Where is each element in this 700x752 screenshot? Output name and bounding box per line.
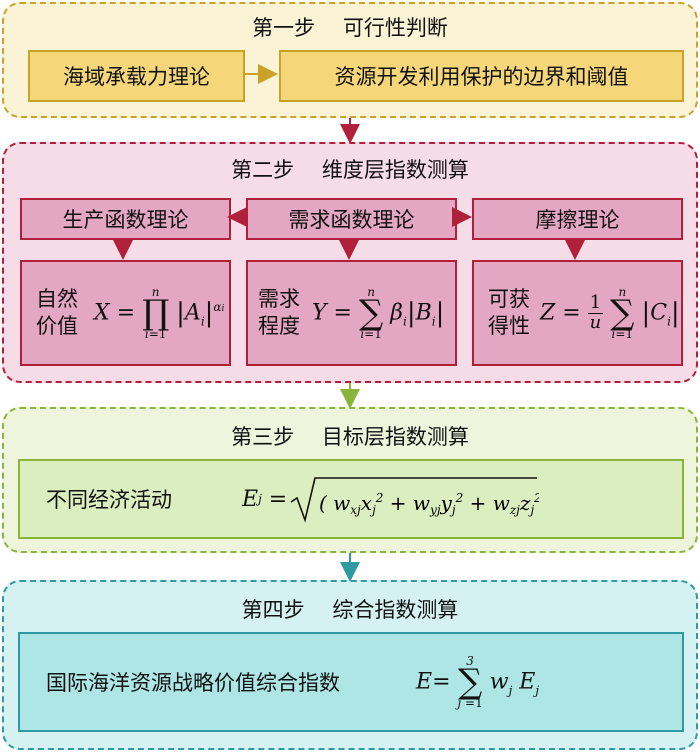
demand-degree-box: 需求程度 Y = n∑i=1 βi|Bi| <box>246 260 457 366</box>
stage-3-title: 第三步 目标层指数测算 <box>231 425 469 449</box>
svg-text:( wxjxj2 + wyjyj2 + wzjzj2 ): ( wxjxj2 + wyjyj2 + wzjzj2 ) <box>319 491 539 517</box>
production-function-box: 生产函数理论 <box>20 198 231 240</box>
composite-index-box: 国际海洋资源战略价值综合指数 E= 3∑j =1 wj Ej <box>18 632 684 732</box>
threshold-box: 资源开发利用保护的边界和阈值 <box>279 50 684 102</box>
friction-theory-box: 摩擦理论 <box>472 198 683 240</box>
stage-4-title: 第四步 综合指数测算 <box>241 598 459 622</box>
carrying-capacity-box: 海域承载力理论 <box>28 50 245 102</box>
natural-value-box: 自然价值 X = n∏i=1 |Ai|αi <box>20 260 231 366</box>
economic-activity-box: 不同经济活动 Ej = ( wxjxj2 + wyjyj2 + wzjzj2 ) <box>18 459 684 539</box>
demand-degree-label: 需求程度 <box>258 286 300 338</box>
economic-activity-label: 不同经济活动 <box>46 488 172 512</box>
natural-value-formula: X = n∏i=1 |Ai|αi <box>94 284 225 342</box>
demand-function-box: 需求函数理论 <box>246 198 457 240</box>
sqrt-symbol: ( wxjxj2 + wyjyj2 + wzjzj2 ) <box>290 477 539 523</box>
composite-index-label: 国际海洋资源战略价值综合指数 <box>46 671 340 695</box>
composite-formula: E= 3∑j =1 wj Ej <box>416 653 540 711</box>
stage-2-panel: 第二步 维度层指数测算 生产函数理论 需求函数理论 摩擦理论 自然价值 X = … <box>2 142 698 383</box>
activity-formula: Ej = ( wxjxj2 + wyjyj2 + wzjzj2 ) <box>242 474 539 524</box>
stage-2-title: 第二步 维度层指数测算 <box>231 158 469 182</box>
stage-1-title: 第一步 可行性判断 <box>252 16 448 40</box>
natural-value-label: 自然价值 <box>36 286 78 338</box>
availability-label: 可获得性 <box>488 286 530 338</box>
demand-degree-formula: Y = n∑i=1 βi|Bi| <box>312 284 445 342</box>
stage-4-panel: 第四步 综合指数测算 国际海洋资源战略价值综合指数 E= 3∑j =1 wj E… <box>2 580 698 750</box>
stage-1-panel: 第一步 可行性判断 海域承载力理论 资源开发利用保护的边界和阈值 <box>2 2 698 118</box>
